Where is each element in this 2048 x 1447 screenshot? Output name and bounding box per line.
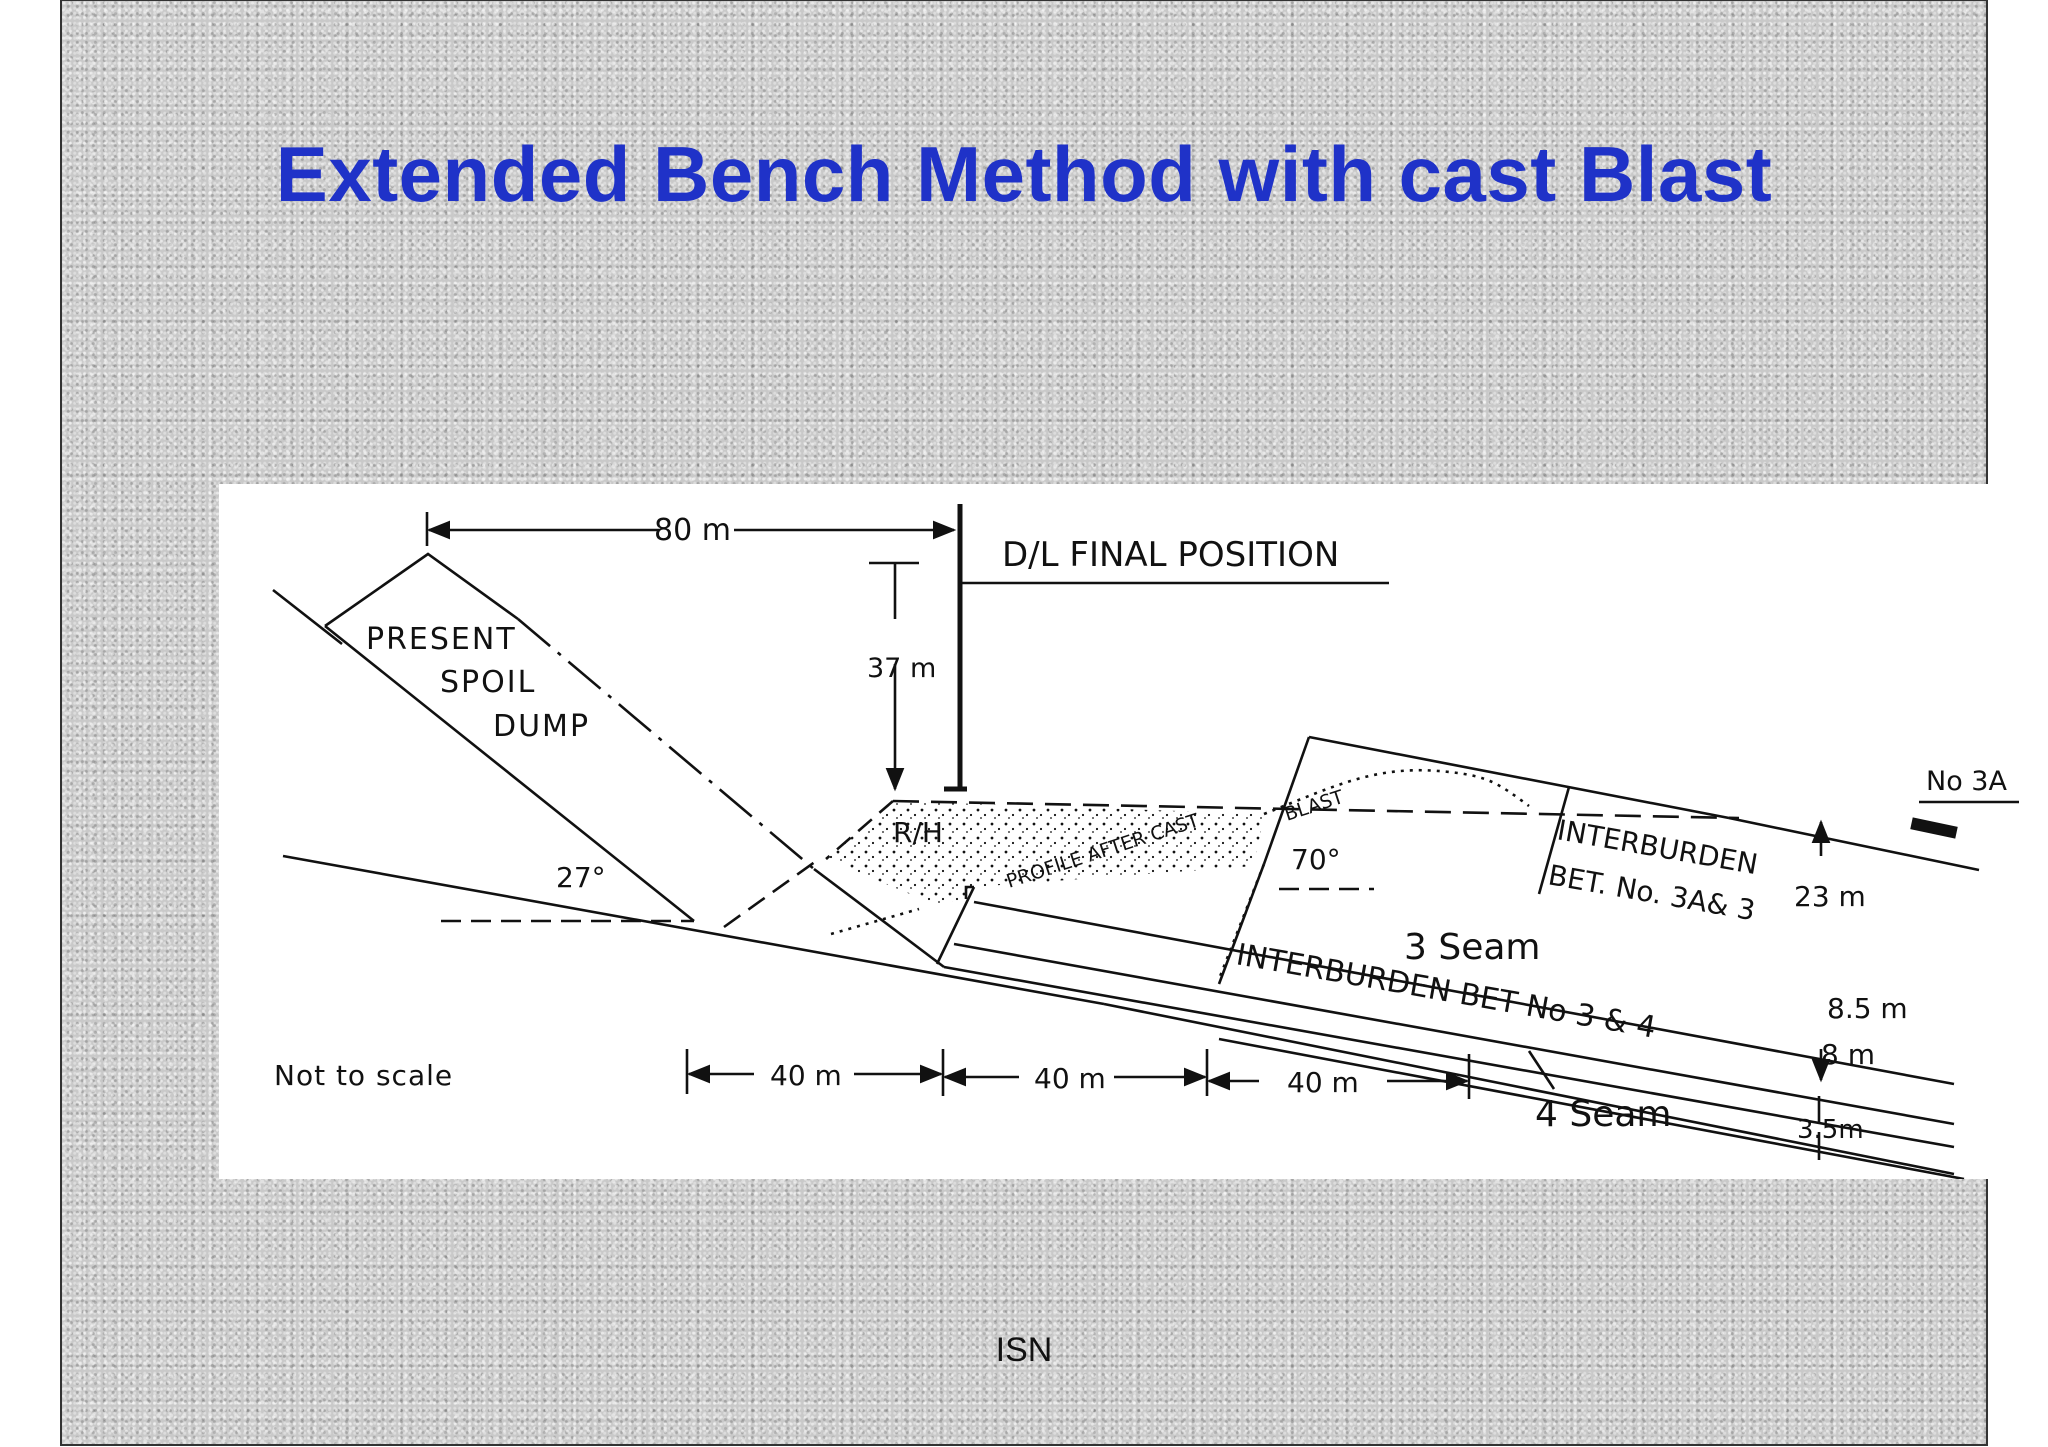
dim-37-label: 37 m [867,653,936,684]
dim-23-label: 23 m [1794,880,1866,913]
angle-70-label: 70° [1291,843,1341,876]
seam4-bottom [1218,1037,1965,1179]
spoil-extended-face [813,867,945,969]
seam3-bottom [953,942,1955,1126]
rh-level-dash [892,799,1740,820]
slide-title: Extended Bench Method with cast Blast [275,130,1773,218]
seam4-leader [1527,1050,1556,1090]
blast-profile-dotted [1263,768,1530,816]
spoil-label-3: DUMP [493,709,590,744]
dim-40b-label: 40 m [1034,1062,1106,1095]
bench-divider [1537,786,1571,895]
diagram-panel: 80 m D/L FINAL POSITION PRESENT SPOIL DU… [219,484,2048,1179]
spoil-label-1: PRESENT [366,622,517,657]
no3a-surface [1728,816,1980,872]
spoil-dump-outline [324,552,519,628]
cast-profile-fill [826,801,1264,904]
angle-27-label: 27° [556,861,606,894]
spoil-label-2: SPOIL [440,665,536,700]
ground-line [282,854,1105,1006]
spoil-face [324,624,695,923]
bench-left-dotted [1217,863,1266,980]
dim-40c-label: 40 m [1287,1066,1359,1099]
profile-dotted-toe [830,907,920,936]
slide: Extended Bench Method with cast Blast [60,0,2048,1446]
seam4-label: 4 Seam [1535,1094,1671,1135]
seam3-label: 3 Seam [1404,927,1540,968]
seam4-top [943,965,1955,1149]
bench-top [1308,735,1730,820]
bench-method-diagram: 80 m D/L FINAL POSITION PRESENT SPOIL DU… [272,504,2019,1179]
spoil-left-slope [272,588,343,646]
dump-toe-dash [723,857,820,929]
bench-left [1262,736,1311,865]
rh-label: R/H [893,816,943,849]
no3a-equipment [1910,817,1958,839]
dim-8-label: 8 m [1821,1038,1875,1071]
blast-label: BLAST [1282,786,1347,826]
spoil-chaindash [517,618,815,870]
no3a-label: No 3A [1926,766,2007,797]
footer-label: ISN [995,1331,1053,1369]
dim-85-label: 8.5 m [1827,992,1908,1025]
dim-35-label: 3.5m [1797,1115,1864,1145]
dim-40a-label: 40 m [770,1059,842,1092]
dim-80-label: 80 m [654,513,731,548]
dl-final-position-label: D/L FINAL POSITION [1002,535,1339,575]
seam4-mid [1103,1002,1955,1176]
rh-pile-face [935,886,976,965]
seam3-top [973,900,1955,1086]
not-to-scale-label: Not to scale [274,1059,453,1092]
